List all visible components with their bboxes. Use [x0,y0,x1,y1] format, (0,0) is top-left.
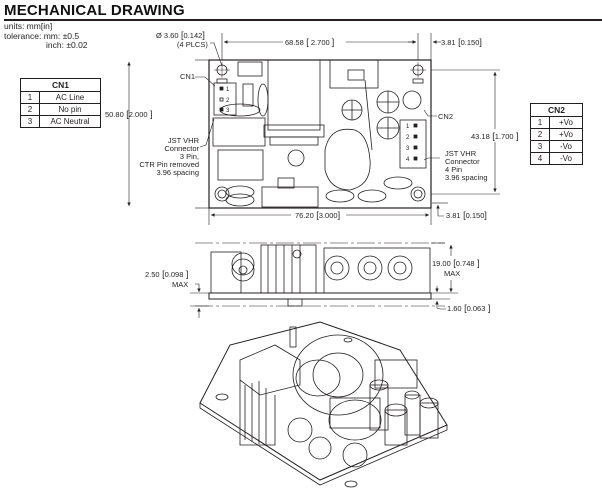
pin-function: +Vo [549,128,583,141]
mounting-hole-icon [410,186,426,202]
max-height-dim: 19.00 [0.748 ] [432,258,480,268]
pin-label: 4 [406,157,410,163]
dim-in: 0.748 [455,259,475,268]
note-line: Connector [445,157,480,166]
cn2-pin-table: CN2 1+Vo 2+Vo 3-Vo 4-Vo [530,103,583,165]
pin-label: 1 [226,87,230,93]
note-line: CTR Pin removed [139,160,199,169]
table-row: 3-Vo [530,140,583,153]
mounting-hole-icon [214,186,230,202]
edge-offset-top-dim: 3.81 [0.150] [441,37,482,47]
dim-in: 0.142 [183,31,203,40]
isometric-view [199,321,448,488]
pin-label: 3 [226,108,230,114]
note-line: JST VHR [445,149,477,158]
dim-mm: 2.50 [145,270,160,279]
note-line: Connector [164,144,199,153]
dimension-lines-top [127,33,500,225]
dim-mm: 19.00 [432,259,451,268]
note-line: 3.96 spacing [445,173,488,182]
cn1-connector [213,82,237,116]
cn2-leader [423,109,437,117]
pin-label: 2 [226,97,230,104]
dim-mm: 68.58 [285,38,304,47]
cn1-leader [195,76,216,87]
dim-mm: 3.81 [441,38,456,47]
side-view-board [195,242,445,307]
standoff-dim: 2.50 [0.098 ] [145,269,189,279]
dim-in: 2.000 [128,110,148,119]
dim-mm: 1.60 [447,304,462,313]
note-line: JST VHR [167,136,199,145]
dim-mm: 76.20 [295,211,314,220]
dim-in: 1.700 [494,132,514,141]
dim-in: 0.150 [460,38,480,47]
standoff-max-note: MAX [172,280,189,289]
pin-function: AC Neutral [39,115,101,128]
edge-offset-bottom-dim: 3.81 [0.150] [446,210,487,220]
cn1-note-leader [199,118,215,148]
pin-number: 4 [530,152,550,165]
title-divider [4,19,602,21]
mounting-hole-icon [214,62,230,84]
dimension-lines-side [190,242,458,318]
hole-count-note: (4 PLCS) [177,40,208,49]
top-view-board [208,59,432,209]
cn2-note-leader [423,157,440,161]
units-block: units: mm[in] tolerance: mm: ±0.5 inch: … [4,21,88,51]
dim-in: 0.063 [466,304,486,313]
max-height-note: MAX [444,269,461,278]
board-width-dim: 76.20 [3.000] [295,210,341,220]
dim-mm: 3.81 [446,211,461,220]
cn2-connector-note: JST VHR Connector 4 Pin 3.96 spacing [445,150,488,182]
cn2-pin-labels: 1 2 3 4 [406,122,409,166]
dim-mm: 50.80 [105,110,124,119]
hole-spacing-y-dim: 43.18 [1.700 ] [471,131,519,141]
table-row: 2+Vo [530,128,583,141]
note-line: 3 Pin, [179,152,199,161]
cn1-label: CN1 [180,72,196,81]
dim-mm: 43.18 [471,132,490,141]
cn2-label: CN2 [438,112,454,121]
units-line: units: mm[in] [4,21,53,31]
pin-label: 1 [406,124,410,130]
tolerance-mm-line: tolerance: mm: ±0.5 [4,30,80,41]
cn2-connector [399,119,427,169]
hole-spacing-x-dim: 68.58 [ 2.700 ] [285,37,335,47]
dim-in: 3.000 [318,211,338,220]
note-line: 4 Pin [445,165,463,174]
table-row: 4-Vo [530,152,583,165]
tolerance-inch-line: inch: ±0.02 [46,40,88,50]
note-line: 3.96 spacing [156,168,199,177]
mounting-hole-icon [410,62,426,84]
board-height-dim: 50.80 [2.000 ] [105,109,153,119]
pin-label: 3 [406,146,410,152]
pcb-thickness-dim: 1.60 [0.063 ] [447,303,491,313]
cn1-connector-note: JST VHR Connector 3 Pin, CTR Pin removed… [125,137,199,177]
pin-function: -Vo [549,152,583,165]
dim-in: 0.098 [164,270,184,279]
hole-diameter-dim: Ø 3.60 [0.142] [156,30,205,40]
pin-label: 2 [406,135,410,141]
dim-in: 2.700 [310,38,330,47]
dim-in: 0.150 [465,211,485,220]
cn1-pin-labels: 1 2 3 [226,85,229,117]
page-title: MECHANICAL DRAWING [4,2,185,19]
dim-mm: Ø 3.60 [156,31,179,40]
